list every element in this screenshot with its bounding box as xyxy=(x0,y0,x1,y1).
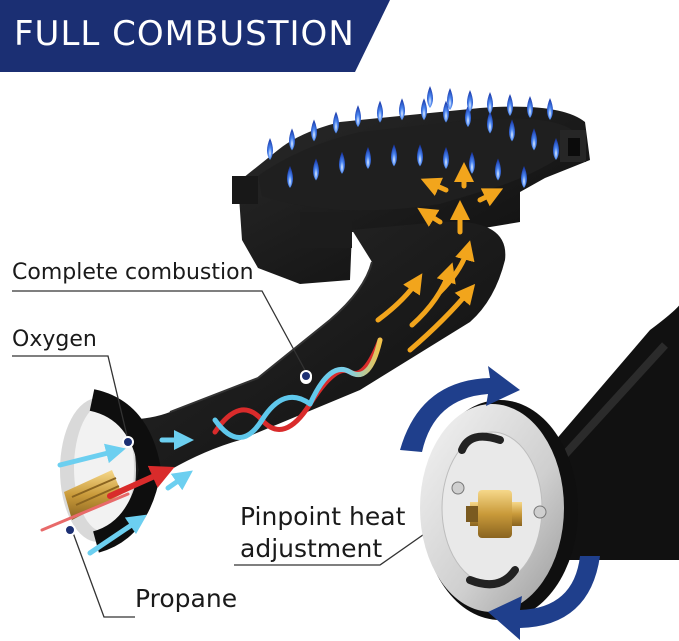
label-propane: Propane xyxy=(135,584,238,613)
left-brass-orifice xyxy=(64,470,122,520)
flame-icon xyxy=(391,144,397,167)
flame-icon xyxy=(509,119,515,142)
flame-icon xyxy=(527,96,533,118)
flame-icon xyxy=(267,138,273,160)
flame-icon xyxy=(487,92,493,114)
flame-icon xyxy=(427,86,433,108)
callout-lines xyxy=(12,290,431,618)
banner-background xyxy=(0,0,390,72)
flame-icon xyxy=(289,128,295,151)
flame-icon xyxy=(377,100,383,123)
flame-icon xyxy=(447,88,453,110)
flame-icon xyxy=(507,94,513,116)
label-complete-combustion: Complete combustion xyxy=(12,260,254,285)
flame-icon xyxy=(313,158,319,181)
flame-icon xyxy=(443,100,449,123)
flame-icon xyxy=(311,119,317,142)
flame-icon xyxy=(495,158,501,181)
rotate-counterclockwise-arrow-icon xyxy=(488,556,600,640)
propane-flow-arrows xyxy=(40,465,175,532)
label-oxygen: Oxygen xyxy=(12,327,97,352)
flame-icon xyxy=(547,98,553,120)
brass-fitting-right xyxy=(466,490,522,538)
flame-icon xyxy=(365,146,371,169)
flame-icon xyxy=(443,146,449,169)
flame-icon xyxy=(287,166,293,188)
burner-head xyxy=(232,106,590,284)
flame-icon xyxy=(339,151,345,174)
flame-icon xyxy=(521,166,527,188)
flame-icon xyxy=(417,144,423,167)
flame-icon xyxy=(399,98,405,121)
combustion-flow-arrows xyxy=(375,162,504,353)
flame-icon xyxy=(355,105,361,128)
flame-icon xyxy=(487,111,493,134)
flame-icon xyxy=(333,111,339,134)
label-pinpoint-line2: adjustment xyxy=(240,534,383,563)
label-pinpoint-heat-adjustment: Pinpoint heat adjustment xyxy=(240,501,405,565)
rotate-clockwise-arrow-icon xyxy=(400,366,520,452)
flame-icon xyxy=(421,98,427,121)
burner-flames xyxy=(267,86,559,188)
flame-icon xyxy=(467,90,473,112)
banner-title: FULL COMBUSTION xyxy=(14,14,355,54)
flame-icon xyxy=(531,128,537,151)
flame-icon xyxy=(553,138,559,160)
label-pinpoint-line1: Pinpoint heat xyxy=(240,502,406,531)
